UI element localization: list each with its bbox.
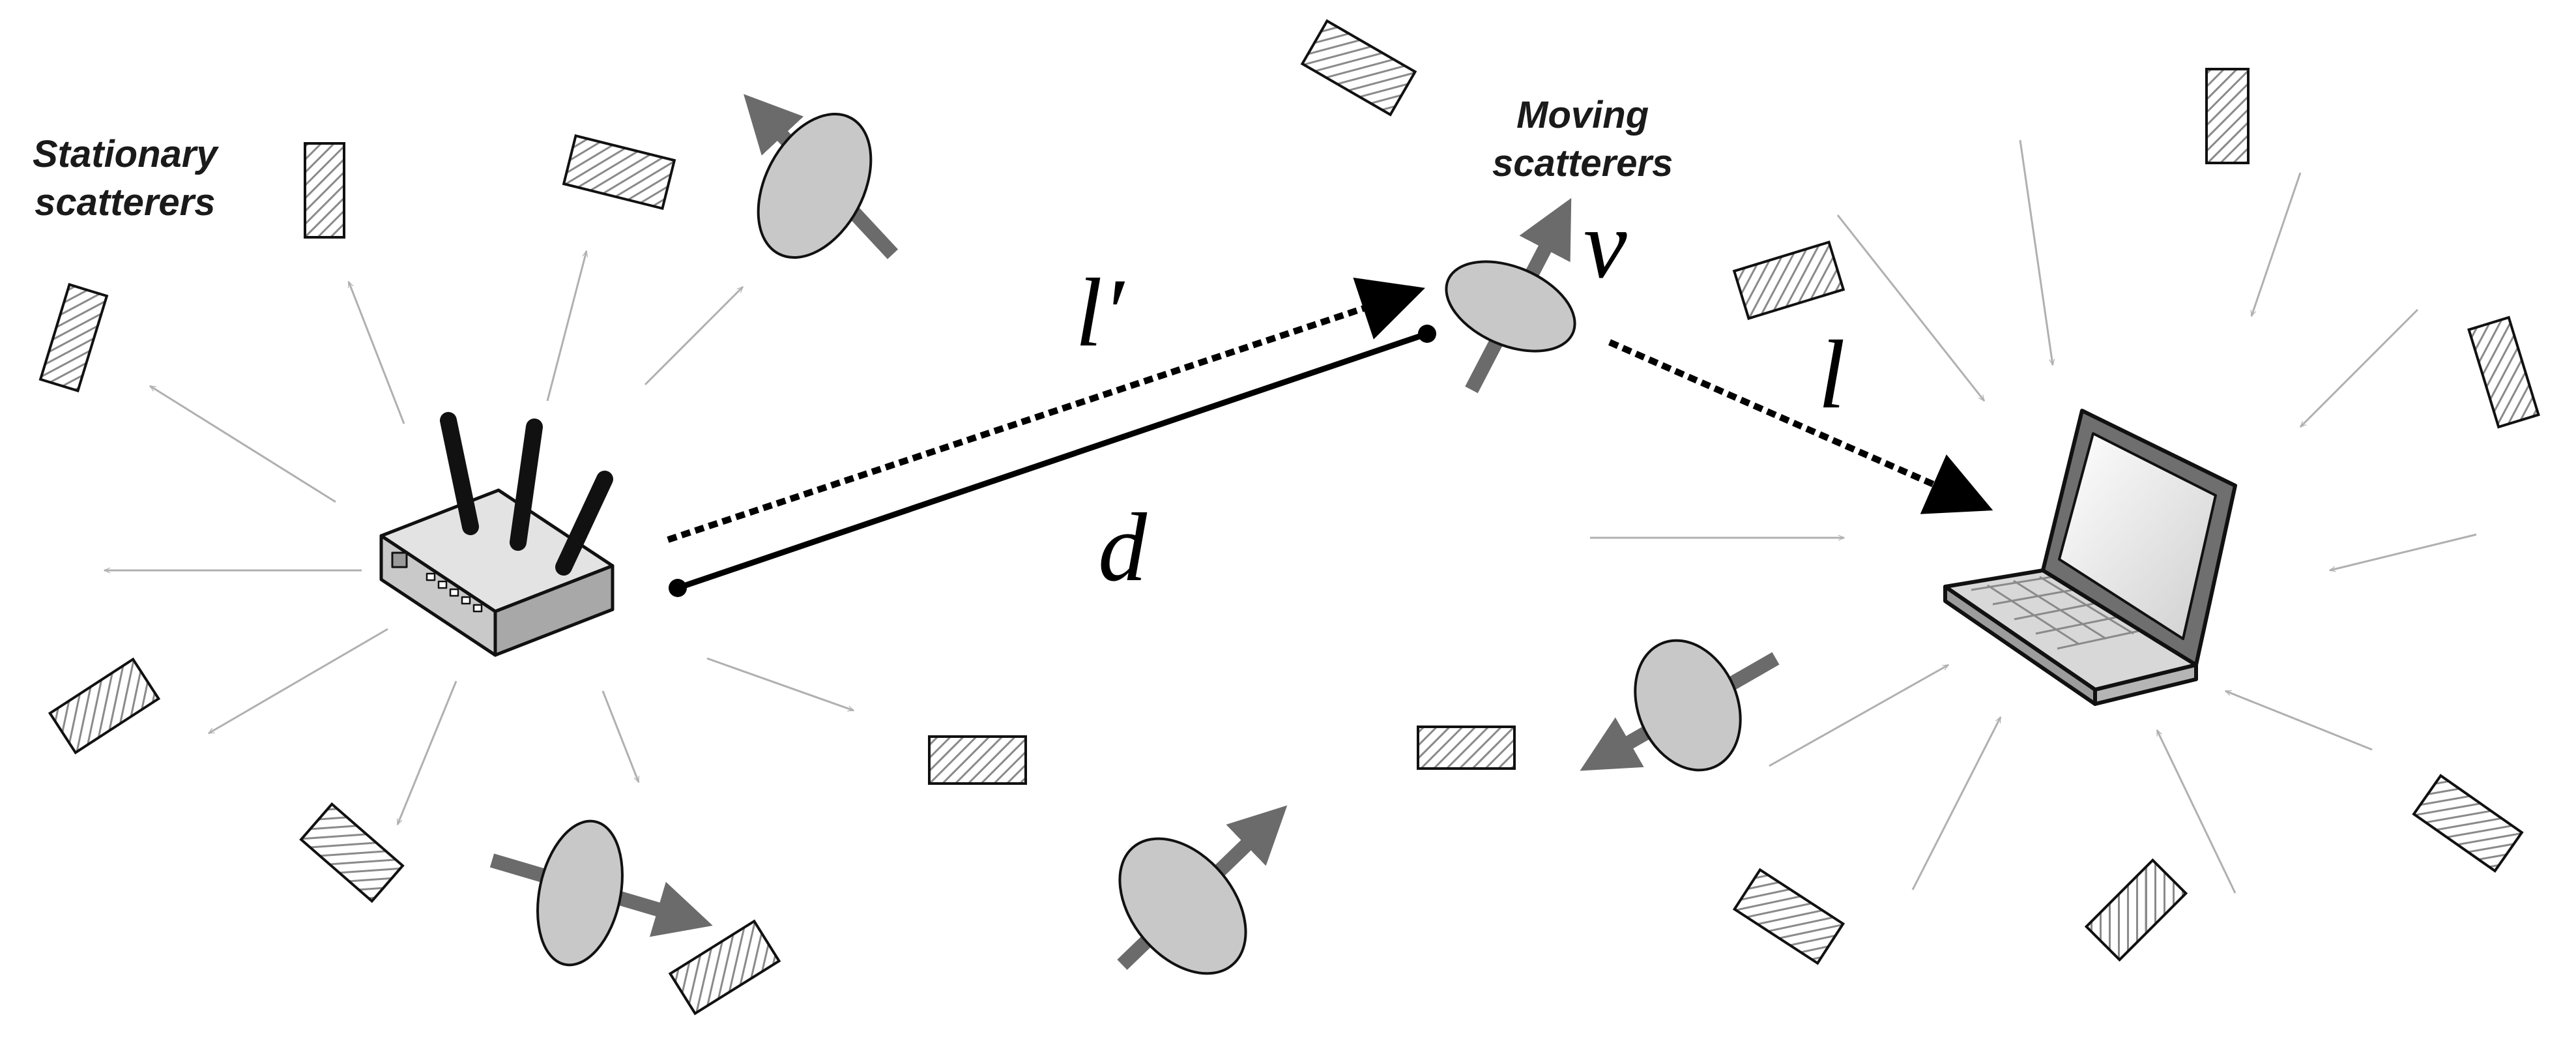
stationary-scatterer (2412, 774, 2524, 873)
stationary-scatterer (304, 142, 345, 239)
stationary-scatterer (2084, 858, 2188, 962)
stationary-scatterer (1300, 19, 1417, 117)
stationary-scatterer (2205, 68, 2250, 164)
stationary-label-line-2: scatterers (35, 181, 216, 224)
stationary-scatterer (1732, 240, 1845, 321)
laptop-propagation-arrows (1590, 139, 2477, 894)
direct-path (669, 325, 1436, 597)
stationary-scatterer (928, 735, 1027, 785)
moving-scatterer (744, 94, 899, 259)
laptop-icon (1943, 409, 2237, 706)
stationary-scatterers-label: Stationary scatterers (33, 130, 218, 227)
stationary-scatterer (299, 802, 405, 903)
reflected-path-second-segment (1608, 339, 1993, 514)
moving-label-line-1: Moving (1516, 94, 1649, 136)
router-icon (379, 412, 615, 657)
router-propagation-arrows (104, 251, 854, 825)
stationary-label-line-1: Stationary (33, 133, 218, 175)
stationary-scatterer (2467, 315, 2540, 429)
moving-scatterers (489, 94, 1780, 975)
moving-scatterers-label: Moving scatterers (1492, 91, 1673, 188)
moving-scatterer (489, 819, 713, 967)
stationary-scatterers (38, 19, 2540, 1016)
direct-path-end-dot (1418, 325, 1436, 343)
reflected-path-second-label: l (1818, 321, 1845, 429)
reflected-path-first-segment (667, 277, 1425, 543)
velocity-label: v (1584, 190, 1627, 299)
stationary-scatterer (562, 134, 676, 211)
stationary-scatterer (1732, 868, 1845, 965)
moving-scatterer (1580, 639, 1780, 772)
stationary-scatterer (48, 657, 161, 755)
reflected-path-first-label: l′ (1075, 259, 1124, 367)
direct-path-start-dot (669, 579, 687, 597)
moving-scatterer (1445, 198, 1576, 394)
moving-label-line-2: scatterers (1492, 142, 1673, 184)
stationary-scatterer (668, 919, 781, 1016)
moving-scatterer (1117, 805, 1288, 975)
stationary-scatterer (1417, 726, 1516, 770)
direct-path-label: d (1098, 493, 1147, 602)
stationary-scatterer (38, 283, 109, 392)
